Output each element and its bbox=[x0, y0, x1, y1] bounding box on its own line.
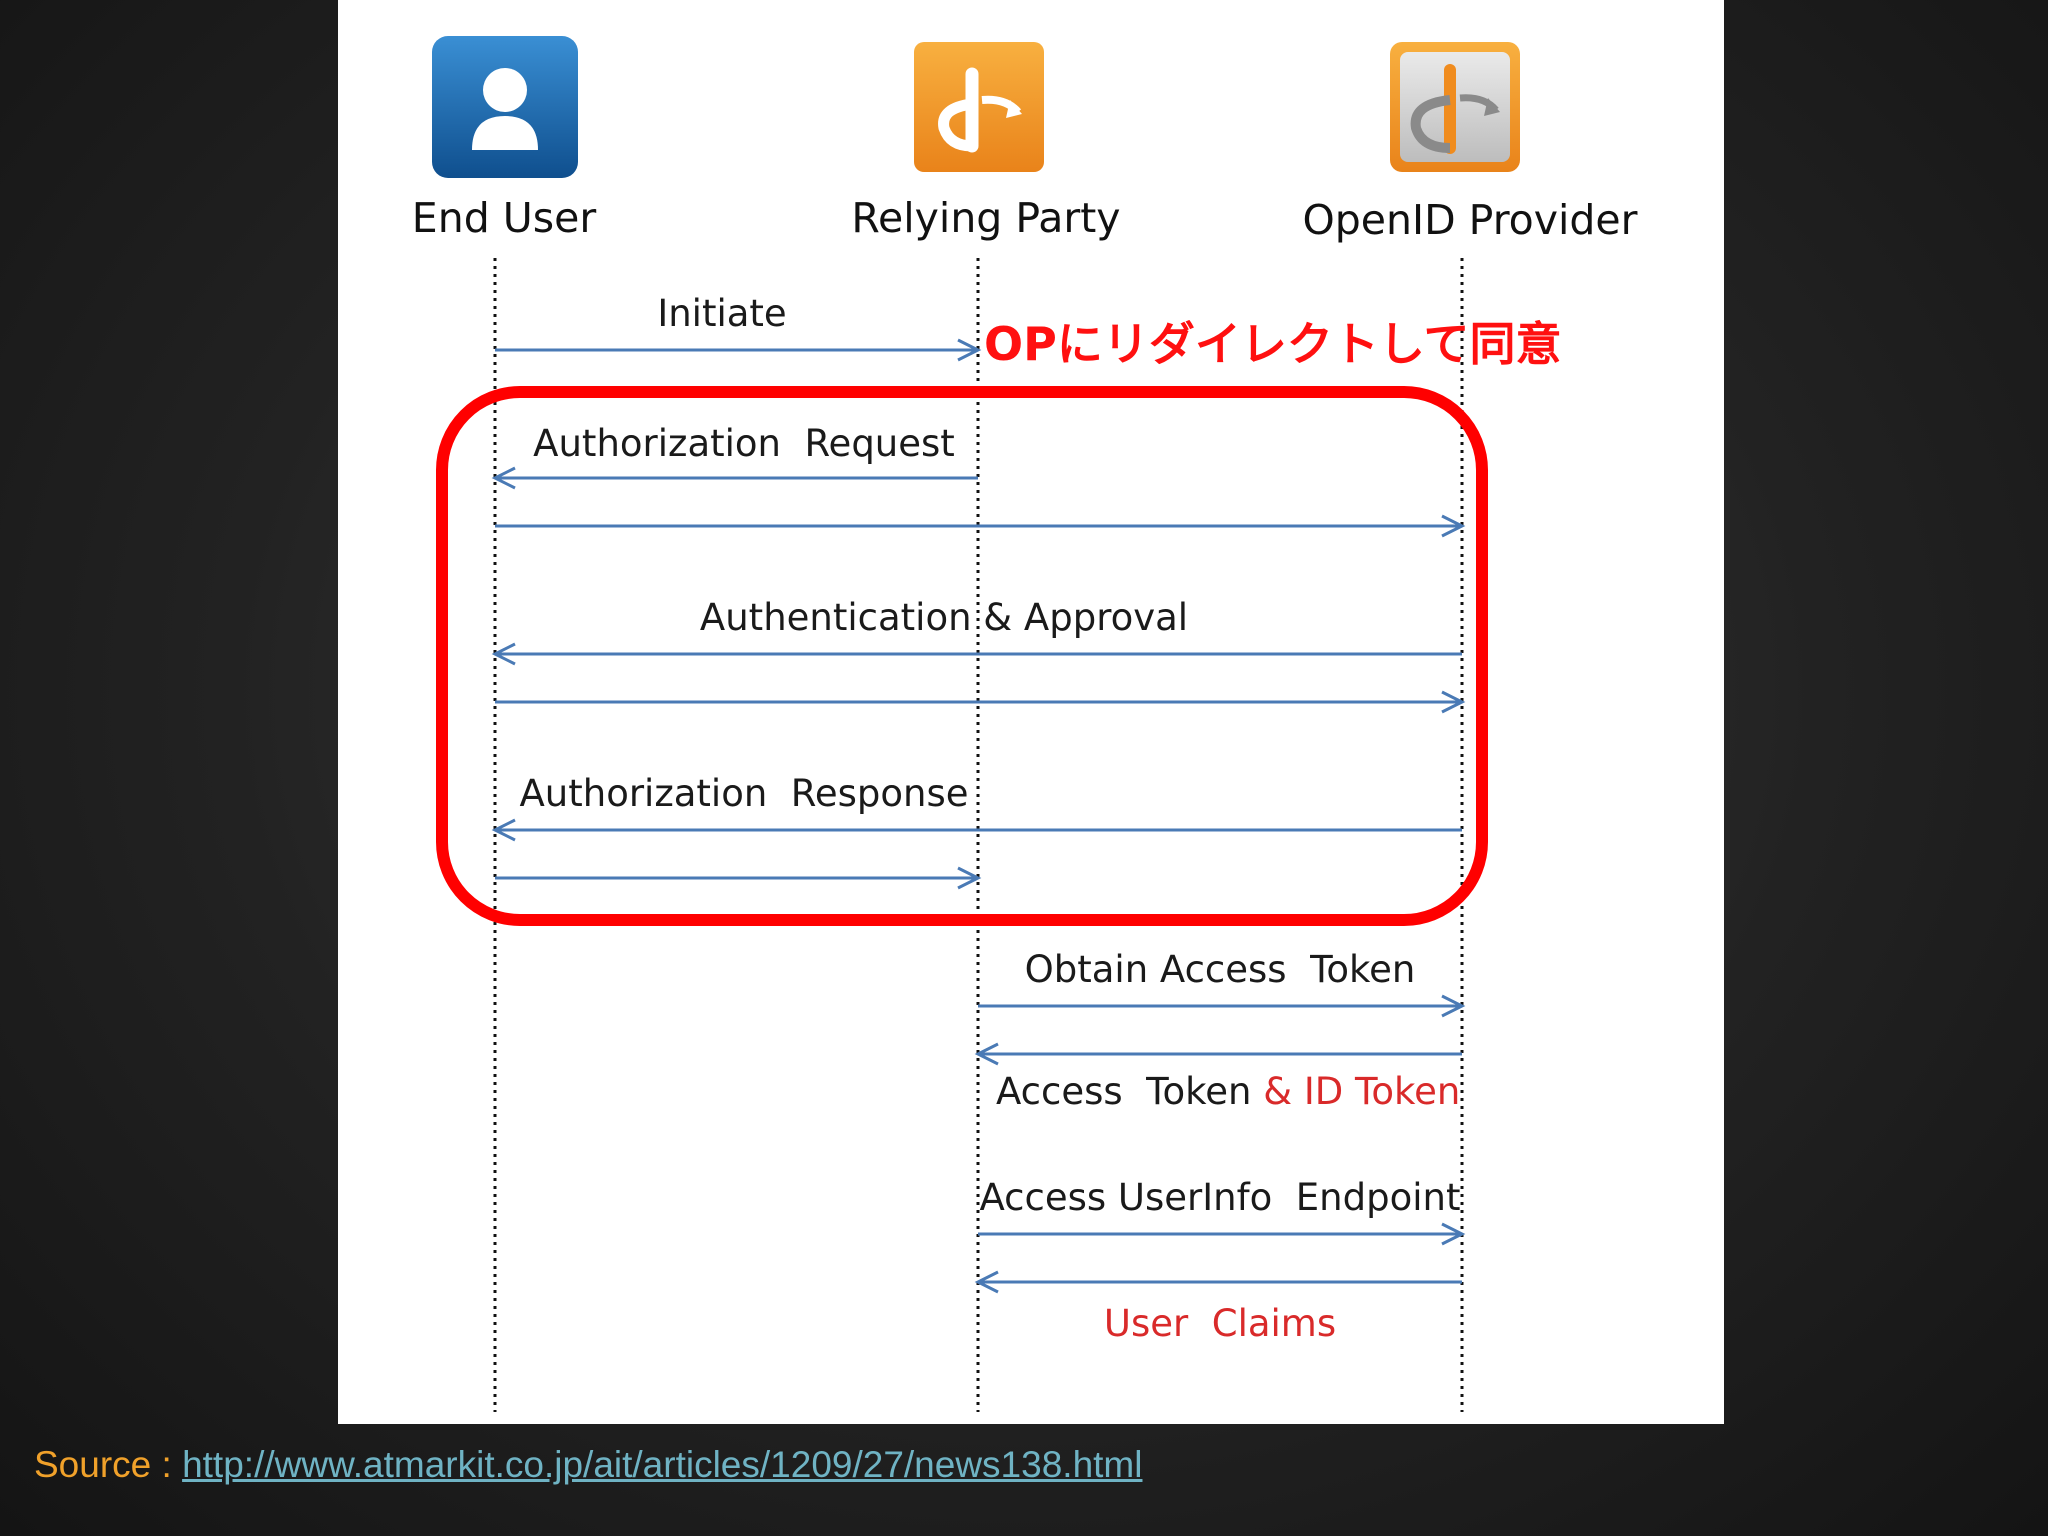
actor-label-openid-provider: OpenID Provider bbox=[1302, 196, 1637, 244]
diagram-panel: End User Relying Party OpenID Provider I… bbox=[338, 0, 1724, 1424]
message-arrow bbox=[495, 866, 982, 890]
message-arrow bbox=[978, 1222, 1466, 1246]
access-token-text: Access Token bbox=[996, 1070, 1251, 1113]
message-label-access-userinfo-endpoint: Access UserInfo Endpoint bbox=[980, 1176, 1461, 1219]
message-label-authentication-approval: Authentication & Approval bbox=[700, 596, 1188, 639]
user-icon bbox=[432, 36, 578, 178]
message-label-obtain-access-token: Obtain Access Token bbox=[1025, 948, 1416, 991]
redirect-consent-annotation: OPにリダイレクトして同意 bbox=[984, 317, 1561, 371]
message-arrow bbox=[491, 466, 978, 490]
message-arrow bbox=[495, 690, 1466, 714]
openid-logo-gray-icon bbox=[1390, 42, 1520, 172]
message-label-initiate: Initiate bbox=[657, 292, 786, 335]
source-link[interactable]: http://www.atmarkit.co.jp/ait/articles/1… bbox=[182, 1444, 1143, 1485]
id-token-text: & ID Token bbox=[1251, 1070, 1460, 1113]
message-arrows bbox=[491, 338, 1466, 1294]
message-label-user-claims: User Claims bbox=[1104, 1302, 1336, 1345]
actor-label-relying-party: Relying Party bbox=[851, 194, 1120, 242]
sequence-diagram: End User Relying Party OpenID Provider I… bbox=[412, 36, 1638, 1412]
message-arrow bbox=[495, 338, 982, 362]
message-label-authorization-request: Authorization Request bbox=[533, 422, 955, 465]
redirect-consent-highlight bbox=[436, 386, 1488, 926]
message-label-access-token: Access Token & ID Token bbox=[996, 1070, 1460, 1113]
message-arrow bbox=[974, 1270, 1462, 1294]
openid-logo-icon bbox=[914, 42, 1044, 172]
actor-label-end-user: End User bbox=[412, 194, 597, 242]
source-label: Source : bbox=[34, 1444, 183, 1485]
message-arrow bbox=[491, 818, 1462, 842]
message-arrow bbox=[495, 514, 1466, 538]
message-label-authorization-response: Authorization Response bbox=[519, 772, 968, 815]
message-arrow bbox=[491, 642, 1462, 666]
source-citation: Source : http://www.atmarkit.co.jp/ait/a… bbox=[34, 1444, 1142, 1486]
message-arrow bbox=[974, 1042, 1462, 1066]
message-arrow bbox=[978, 994, 1466, 1018]
